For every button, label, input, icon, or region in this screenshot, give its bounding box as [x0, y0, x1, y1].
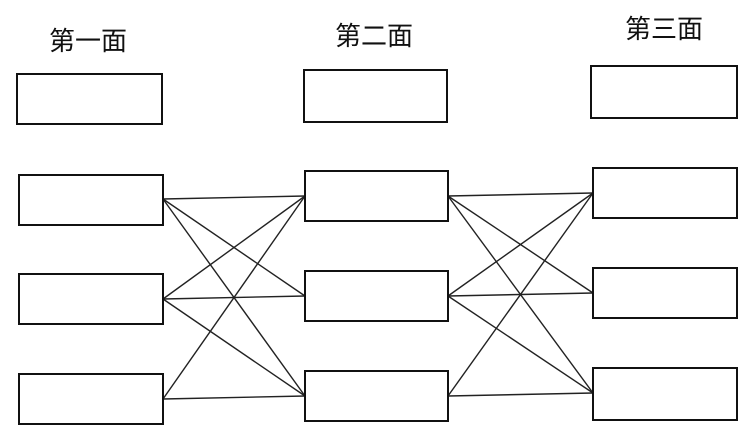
connector-2c-3a — [447, 192, 594, 397]
face-3-box-2 — [592, 267, 738, 319]
column-title-face-3: 第三面 — [625, 15, 703, 45]
face-1-box-3 — [18, 373, 164, 425]
connections-face1-to-face2 — [162, 195, 306, 400]
connector-2b-3c — [447, 295, 594, 394]
face-1-column — [16, 73, 164, 425]
face-2-header-box — [303, 69, 448, 123]
face-2-box-1 — [304, 170, 449, 222]
face-1-header-box — [16, 73, 163, 125]
connector-1b-2c — [162, 298, 306, 397]
connector-1b-2a — [162, 195, 306, 300]
face-2-column — [303, 69, 449, 422]
face-3-box-1 — [592, 167, 738, 219]
connector-2a-3a — [447, 192, 594, 197]
face-3-column — [590, 65, 738, 421]
connector-1c-2a — [162, 195, 306, 400]
connector-2b-3a — [447, 192, 594, 297]
face-3-box-3 — [592, 367, 738, 421]
connections-face2-to-face3 — [447, 192, 594, 397]
face-2-box-2 — [304, 270, 449, 322]
face-3-header-box — [590, 65, 738, 119]
column-title-face-1: 第一面 — [49, 27, 127, 57]
connector-2c-3c — [447, 392, 594, 397]
face-2-box-3 — [304, 370, 449, 422]
connector-1c-2c — [162, 395, 306, 400]
connector-1a-2a — [162, 195, 306, 200]
face-1-box-1 — [18, 174, 164, 226]
face-1-box-2 — [18, 273, 164, 325]
column-title-face-2: 第二面 — [335, 22, 413, 52]
